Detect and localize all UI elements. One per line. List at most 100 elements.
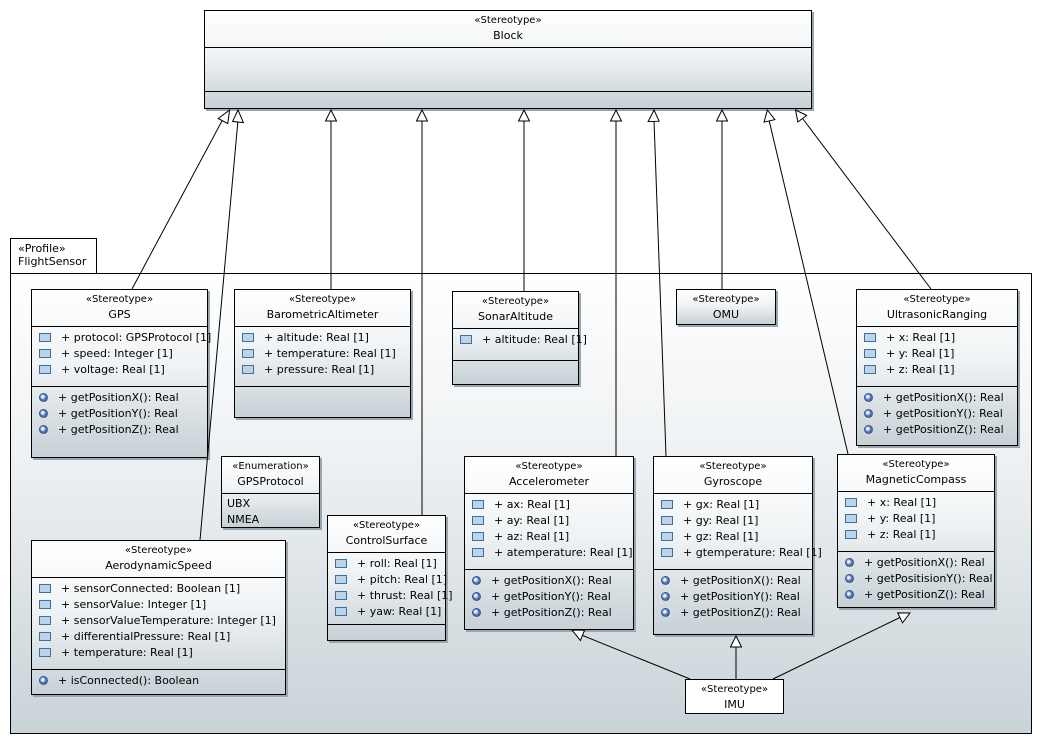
- arrowhead: [324, 108, 338, 122]
- operation-row[interactable]: + getPositionY(): Real: [32, 406, 207, 422]
- class-name: AerodynamicSpeed: [105, 559, 212, 572]
- attribute-row[interactable]: + sensorValue: Integer [1]: [32, 597, 285, 613]
- attribute-row[interactable]: + pitch: Real [1]: [328, 572, 447, 588]
- attribute-row[interactable]: + yaw: Real [1]: [328, 604, 445, 620]
- operation-row[interactable]: + getPositionY(): Real: [465, 589, 633, 605]
- attribute-row[interactable]: + thrust: Real [1]: [328, 588, 453, 604]
- attribute-icon: [472, 547, 484, 557]
- attribute-icon: [242, 348, 254, 358]
- arrowhead: [231, 108, 245, 124]
- aerodynamic-speed-class[interactable]: «Stereotype»AerodynamicSpeed + sensorCon…: [31, 540, 286, 695]
- arrowhead: [415, 108, 429, 122]
- attribute-row[interactable]: + speed: Integer [1]: [32, 346, 207, 362]
- attribute-row[interactable]: + gx: Real [1]: [654, 497, 812, 513]
- operation-row[interactable]: + getPositionZ(): Real: [838, 587, 994, 603]
- attribute-row[interactable]: + gtemperature: Real [1]: [654, 545, 822, 561]
- class-name: ControlSurface: [345, 534, 428, 547]
- attribute-row[interactable]: + altitude: Real [1]: [235, 330, 410, 346]
- operation-icon: [472, 591, 481, 601]
- attribute-row[interactable]: + temperature: Real [1]: [32, 645, 285, 661]
- attribute-icon: [472, 499, 484, 509]
- operation-icon: [845, 557, 854, 567]
- attribute-icon: [39, 599, 51, 609]
- omu-class[interactable]: «Stereotype»OMU: [676, 289, 776, 325]
- barometric-altimeter-class[interactable]: «Stereotype»BarometricAltimeter + altitu…: [234, 289, 411, 418]
- attribute-icon: [242, 332, 254, 342]
- operation-row[interactable]: + getPositionX(): Real: [857, 390, 1017, 406]
- arrowhead: [647, 108, 660, 123]
- enum-literal[interactable]: UBX: [227, 497, 251, 510]
- operation-icon: [39, 392, 48, 402]
- arrowhead: [729, 634, 743, 648]
- operation-row[interactable]: + getPositionZ(): Real: [32, 422, 207, 438]
- attribute-row[interactable]: + z: Real [1]: [857, 362, 1017, 378]
- operations-compartment: [328, 624, 445, 643]
- operation-icon: [845, 589, 854, 599]
- attribute-row[interactable]: + temperature: Real [1]: [235, 346, 410, 362]
- enum-literal[interactable]: NMEA: [227, 513, 260, 526]
- operation-icon: [864, 408, 873, 418]
- operations-compartment: [235, 386, 410, 409]
- operation-row[interactable]: + getPositisionY(): Real: [838, 571, 994, 587]
- operation-row[interactable]: + getPositionZ(): Real: [465, 605, 633, 621]
- attribute-row[interactable]: + z: Real [1]: [838, 527, 994, 543]
- operations-compartment: [453, 360, 578, 383]
- gyro-generalization: [653, 119, 667, 457]
- attribute-row[interactable]: + x: Real [1]: [838, 495, 994, 511]
- operation-row[interactable]: + getPositionY(): Real: [857, 406, 1017, 422]
- attribute-row[interactable]: + altitude: Real [1]: [453, 332, 587, 348]
- gyroscope-class[interactable]: «Stereotype»Gyroscope + gx: Real [1] + g…: [653, 456, 822, 635]
- attribute-row[interactable]: + az: Real [1]: [465, 529, 633, 545]
- operation-icon: [39, 675, 48, 685]
- operation-row[interactable]: + getPositionX(): Real: [32, 390, 207, 406]
- operation-row[interactable]: + getPositionZ(): Real: [857, 422, 1017, 438]
- attribute-row[interactable]: + gy: Real [1]: [654, 513, 812, 529]
- attribute-row[interactable]: + x: Real [1]: [857, 330, 1017, 346]
- attribute-row[interactable]: + y: Real [1]: [838, 511, 994, 527]
- stereotype-label: «Enumeration»: [232, 461, 309, 472]
- profile-stereotype: «Profile»: [18, 242, 66, 255]
- attribute-icon: [661, 531, 673, 541]
- gps-class[interactable]: «Stereotype»GPS + protocol: GPSProtocol …: [31, 289, 211, 458]
- attribute-icon: [864, 332, 876, 342]
- attribute-icon: [472, 515, 484, 525]
- attribute-row[interactable]: + protocol: GPSProtocol [1]: [32, 330, 211, 346]
- arrowhead: [794, 109, 808, 123]
- ultrasonic-ranging-class[interactable]: «Stereotype»UltrasonicRanging + x: Real …: [856, 289, 1018, 446]
- operation-icon: [864, 392, 873, 402]
- block-stereotype-box[interactable]: «Stereotype» Block: [204, 10, 812, 109]
- arrowhead: [217, 108, 231, 125]
- attribute-row[interactable]: + y: Real [1]: [857, 346, 1017, 362]
- attribute-icon: [864, 364, 876, 374]
- accelerometer-class[interactable]: «Stereotype»Accelerometer + ax: Real [1]…: [464, 456, 634, 630]
- attribute-row[interactable]: + pressure: Real [1]: [235, 362, 410, 378]
- operation-row[interactable]: + getPositionX(): Real: [465, 573, 633, 589]
- attribute-row[interactable]: + differentialPressure: Real [1]: [32, 629, 285, 645]
- attribute-row[interactable]: + roll: Real [1]: [328, 556, 445, 572]
- stereotype-label: «Stereotype»: [481, 296, 550, 307]
- block-attributes-compartment: [205, 47, 811, 91]
- attribute-row[interactable]: + atemperature: Real [1]: [465, 545, 633, 561]
- attribute-row[interactable]: + voltage: Real [1]: [32, 362, 207, 378]
- sonar-altitude-class[interactable]: «Stereotype»SonarAltitude + altitude: Re…: [452, 291, 587, 385]
- attribute-row[interactable]: + ax: Real [1]: [465, 497, 633, 513]
- stereotype-label: «Stereotype»: [352, 520, 421, 531]
- operation-row[interactable]: + getPositionZ(): Real: [654, 605, 812, 621]
- operation-row[interactable]: + getPositionX(): Real: [654, 573, 812, 589]
- class-name: GPSProtocol: [237, 475, 304, 488]
- magnetic-compass-class[interactable]: «Stereotype»MagneticCompass + x: Real [1…: [837, 454, 995, 608]
- attribute-row[interactable]: + ay: Real [1]: [465, 513, 633, 529]
- attribute-icon: [335, 606, 347, 616]
- attribute-row[interactable]: + gz: Real [1]: [654, 529, 812, 545]
- attribute-row[interactable]: + sensorConnected: Boolean [1]: [32, 581, 285, 597]
- attribute-row[interactable]: + sensorValueTemperature: Integer [1]: [32, 613, 285, 629]
- control-surface-class[interactable]: «Stereotype» ControlSurface + roll: Real …: [327, 515, 453, 643]
- operation-row[interactable]: + getPositionY(): Real: [654, 589, 812, 605]
- operation-row[interactable]: + getPositionX(): Real: [838, 555, 994, 571]
- class-name: GPS: [108, 308, 131, 321]
- attribute-icon: [661, 515, 673, 525]
- imu-mag-generalization: [772, 615, 904, 680]
- operation-row[interactable]: + isConnected(): Boolean: [32, 673, 285, 689]
- imu-class[interactable]: «Stereotype»IMU: [685, 679, 784, 714]
- gps-protocol-enum[interactable]: «Enumeration» GPSProtocol UBX NMEA: [221, 456, 320, 528]
